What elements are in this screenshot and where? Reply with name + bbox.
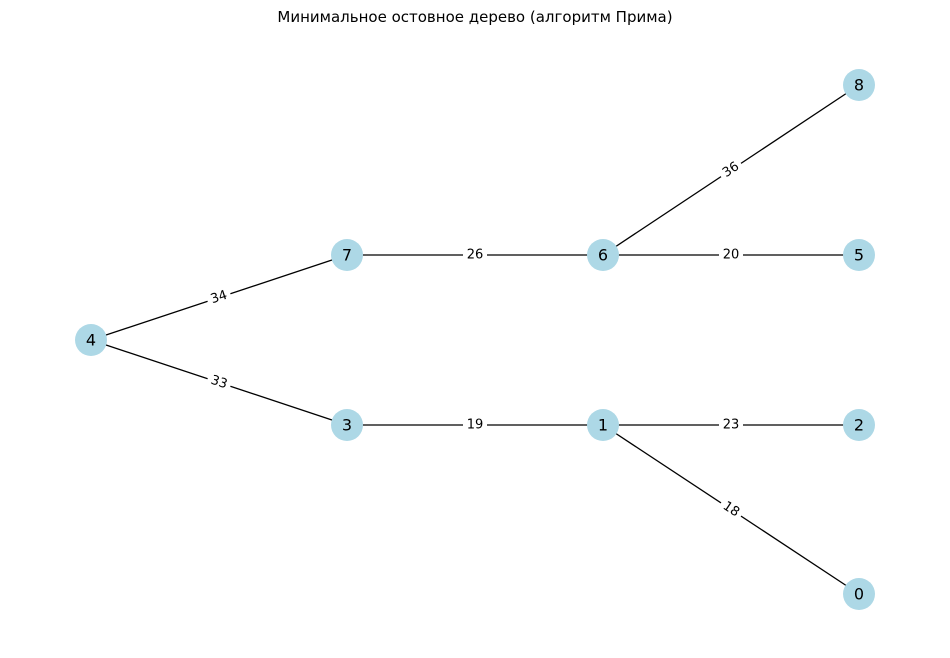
node-label: 7 — [342, 246, 352, 265]
edge-weight-label: 18 — [716, 496, 746, 523]
node-label: 4 — [86, 331, 96, 350]
graph-node-2: 2 — [843, 409, 875, 441]
edge-weight-text: 34 — [209, 288, 229, 307]
node-circle — [843, 578, 875, 610]
graph-node-5: 5 — [843, 239, 875, 271]
graph-node-1: 1 — [587, 409, 619, 441]
node-circle — [75, 324, 107, 356]
edges-layer — [90, 84, 860, 595]
edge-weight-label: 20 — [719, 247, 743, 263]
edge-weight-background — [205, 286, 233, 309]
node-label: 2 — [854, 416, 864, 435]
edge-weight-text: 19 — [467, 418, 484, 433]
node-circle — [843, 69, 875, 101]
edge-weight-background — [463, 247, 487, 263]
node-label: 6 — [598, 246, 608, 265]
graph-node-3: 3 — [331, 409, 363, 441]
edge-weight-background — [463, 417, 487, 433]
node-label: 3 — [342, 416, 352, 435]
node-circle — [331, 409, 363, 441]
graph-node-4: 4 — [75, 324, 107, 356]
edge-weight-text: 33 — [209, 373, 229, 392]
edge-weight-text: 26 — [467, 248, 484, 263]
node-label: 8 — [854, 76, 864, 95]
node-circle — [843, 409, 875, 441]
graph-node-7: 7 — [331, 239, 363, 271]
edge-weight-text: 20 — [723, 248, 740, 263]
edge-weight-label: 36 — [716, 156, 746, 184]
edge-weight-background — [719, 247, 743, 263]
edge-weight-label: 26 — [463, 247, 487, 263]
edge-weight-label: 23 — [719, 417, 743, 433]
node-label: 5 — [854, 246, 864, 265]
edge-weight-background — [719, 417, 743, 433]
node-circle — [843, 239, 875, 271]
edge-weight-text: 23 — [723, 418, 740, 433]
node-circle — [587, 409, 619, 441]
node-circle — [331, 239, 363, 271]
edge-weight-label: 19 — [463, 417, 487, 433]
edge-weight-background — [716, 496, 746, 523]
edge-weight-background — [205, 371, 233, 394]
edge-weight-label: 33 — [205, 371, 233, 394]
node-circle — [587, 239, 619, 271]
graph-node-6: 6 — [587, 239, 619, 271]
node-label: 1 — [598, 416, 608, 435]
node-label: 0 — [854, 585, 864, 604]
graph-node-8: 8 — [843, 69, 875, 101]
edge-weight-label: 34 — [205, 286, 233, 309]
edge-weight-background — [716, 156, 746, 184]
graph-node-0: 0 — [843, 578, 875, 610]
diagram-title: Минимальное остовное дерево (алгоритм Пр… — [277, 8, 673, 26]
